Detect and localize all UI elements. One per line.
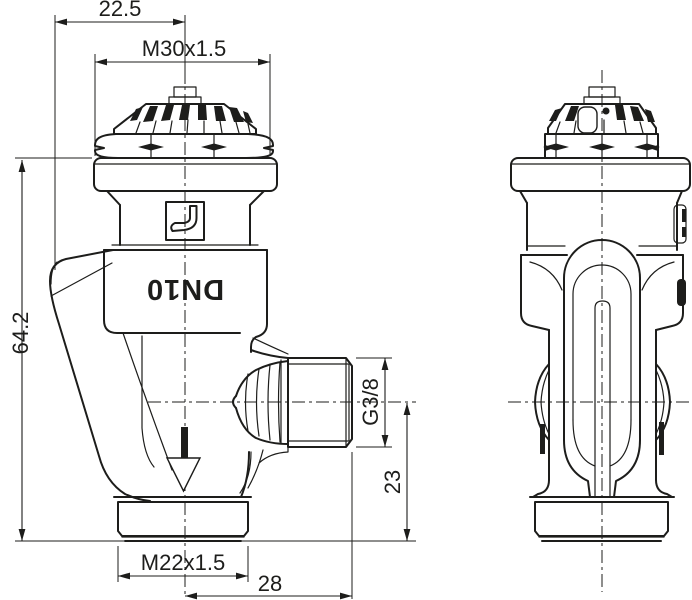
dim-head-offset: 22.5 — [54, 0, 186, 270]
front-gland-collar-icon — [94, 133, 274, 159]
front-flange — [93, 157, 278, 192]
dim-outlet-axis-to-base: 23 — [380, 403, 411, 541]
side-view — [510, 86, 691, 542]
brand-logo-icon — [170, 205, 198, 232]
dim-label-head-offset: 22.5 — [99, 0, 142, 21]
dim-label-outlet-axis-to-base: 23 — [380, 470, 405, 494]
flow-direction-arrow-icon — [165, 427, 202, 493]
side-gland-collar-icon — [543, 133, 660, 159]
side-edge-bar-right-icon — [659, 422, 664, 455]
brand-logo-box — [165, 201, 205, 241]
front-tailpiece — [113, 496, 252, 542]
side-spout-silhouette — [563, 239, 641, 498]
front-outlet-port — [232, 337, 353, 498]
dim-overall-height: 64.2 — [8, 157, 416, 542]
dim-axis-to-outlet-face: 28 — [185, 452, 353, 600]
dim-head-thread: M30x1.5 — [94, 36, 271, 156]
side-lower-body — [532, 329, 673, 498]
front-marking-band: DN10 — [103, 249, 268, 353]
dim-label-outlet-thread: G3/8 — [358, 378, 383, 426]
side-knurled-cap-icon — [547, 103, 657, 135]
dim-tail-thread: M22x1.5 — [117, 546, 249, 582]
body-marking-label: DN10 — [146, 273, 224, 305]
side-clip-tab-icon — [673, 204, 687, 244]
side-edge-bar-left-icon — [540, 424, 545, 454]
dim-label-tail-thread: M22x1.5 — [141, 550, 225, 575]
front-view: DN10 — [49, 86, 353, 542]
side-flange — [510, 157, 691, 192]
dim-outlet-thread: G3/8 — [356, 357, 392, 448]
side-upper-body — [519, 190, 687, 331]
dim-label-head-thread: M30x1.5 — [142, 36, 226, 61]
side-tailpiece — [529, 496, 675, 542]
front-upper-body — [106, 190, 265, 246]
dim-label-axis-to-outlet-face: 28 — [258, 571, 282, 596]
side-slot-mark-icon — [677, 279, 686, 306]
dim-label-overall-height: 64.2 — [8, 312, 33, 355]
dimensions: 22.5 M30x1.5 64.2 G3/8 23 — [8, 0, 416, 600]
cap-clip-tab-icon — [577, 106, 598, 134]
